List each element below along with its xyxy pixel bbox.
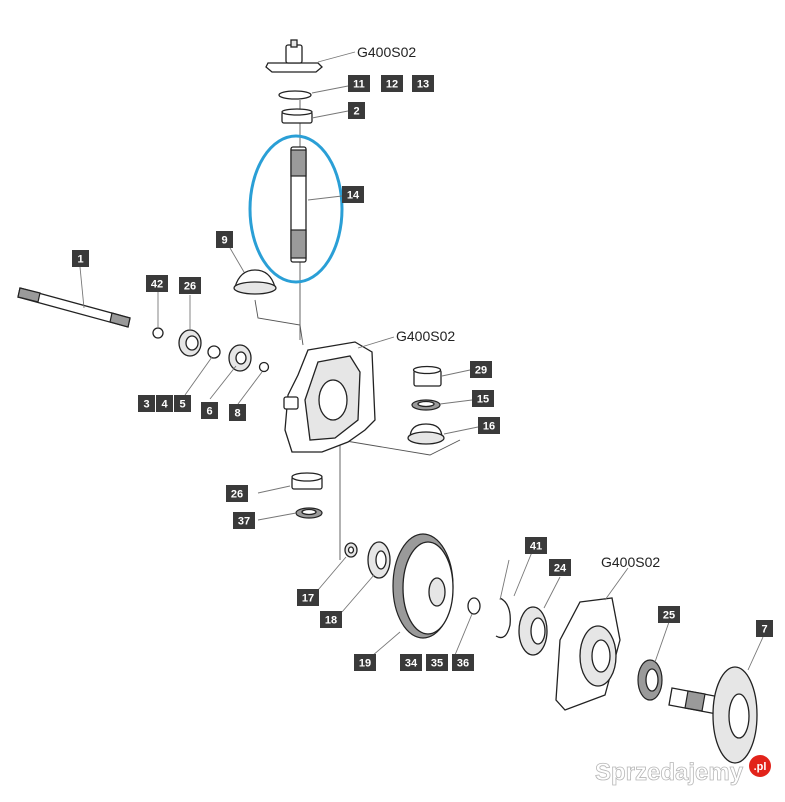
- svg-text:42: 42: [151, 279, 163, 291]
- svg-text:41: 41: [530, 541, 542, 553]
- seal-part-6: [228, 344, 252, 372]
- svg-text:26: 26: [184, 281, 196, 293]
- svg-text:14: 14: [347, 190, 360, 202]
- watermark-badge-icon: [749, 755, 771, 777]
- svg-text:19: 19: [359, 658, 371, 670]
- highlight-circle: [248, 134, 344, 284]
- svg-text:26: 26: [231, 489, 243, 501]
- axis-line-right: [339, 439, 461, 456]
- part-label-7[interactable]: 7: [756, 620, 773, 637]
- axis-line-cap: [254, 299, 304, 346]
- part-label-12[interactable]: 12: [381, 75, 403, 92]
- svg-text:37: 37: [238, 516, 250, 528]
- cap-part-9: [233, 269, 277, 295]
- part-label-15[interactable]: 15: [472, 390, 494, 407]
- part-label-26-upper[interactable]: 26: [179, 277, 201, 294]
- part-label-11[interactable]: 11: [348, 75, 370, 92]
- part-label-3[interactable]: 3: [138, 395, 155, 412]
- watermark-text: Sprzedajemy: [595, 759, 744, 786]
- bearing-part-26-lower: [291, 472, 323, 490]
- bushing-part-29: [412, 365, 442, 387]
- part-label-35[interactable]: 35: [426, 654, 448, 671]
- output-shaft-part-7: [668, 666, 758, 764]
- ring-part-11: [278, 90, 312, 100]
- washer-part-36: [467, 597, 481, 615]
- svg-text:4: 4: [161, 399, 168, 411]
- svg-text:29: 29: [475, 365, 487, 377]
- part-label-42[interactable]: 42: [146, 275, 168, 292]
- svg-text:36: 36: [457, 658, 469, 670]
- svg-text:1: 1: [77, 254, 83, 266]
- circlip-part-41: [495, 597, 511, 639]
- svg-text:13: 13: [417, 79, 429, 91]
- side-cover-part: [555, 597, 621, 711]
- part-label-5[interactable]: 5: [174, 395, 191, 412]
- part-label-24[interactable]: 24: [549, 559, 571, 576]
- part-label-6[interactable]: 6: [201, 402, 218, 419]
- part-label-25[interactable]: 25: [658, 606, 680, 623]
- part-label-41[interactable]: 41: [525, 537, 547, 554]
- cup-part-16: [407, 423, 445, 445]
- part-label-9[interactable]: 9: [216, 231, 233, 248]
- svg-text:18: 18: [325, 615, 337, 627]
- part-label-8[interactable]: 8: [229, 404, 246, 421]
- top-cover-part: [265, 39, 323, 73]
- part-label-14[interactable]: 14: [342, 186, 364, 203]
- assembly-code-side-cover: G400S02: [601, 554, 660, 570]
- part-label-4[interactable]: 4: [156, 395, 173, 412]
- bearing-part-24: [518, 606, 548, 656]
- part-label-26-lower[interactable]: 26: [226, 485, 248, 502]
- svg-text:8: 8: [234, 408, 240, 420]
- svg-text:16: 16: [483, 421, 495, 433]
- part-label-19[interactable]: 19: [354, 654, 376, 671]
- svg-text:12: 12: [386, 79, 398, 91]
- part-label-18[interactable]: 18: [320, 611, 342, 628]
- svg-text:35: 35: [431, 658, 443, 670]
- part-label-1[interactable]: 1: [72, 250, 89, 267]
- part-label-2[interactable]: 2: [348, 102, 365, 119]
- gearbox-housing-part: [283, 341, 376, 453]
- part-label-16[interactable]: 16: [478, 417, 500, 434]
- circlip-part-42: [152, 327, 164, 339]
- bearing-part-37: [295, 507, 323, 519]
- nut-part-17: [344, 542, 358, 558]
- svg-text:5: 5: [179, 399, 185, 411]
- input-shaft-part-1: [17, 287, 131, 328]
- part-label-34[interactable]: 34: [400, 654, 422, 671]
- part-label-36[interactable]: 36: [452, 654, 474, 671]
- bearing-part-15: [411, 399, 441, 411]
- svg-text:7: 7: [761, 624, 767, 636]
- svg-text:24: 24: [554, 563, 567, 575]
- bearing-part-18: [367, 541, 391, 579]
- svg-text:15: 15: [477, 394, 489, 406]
- svg-text:17: 17: [302, 593, 314, 605]
- svg-text:2: 2: [353, 106, 359, 118]
- bearing-part-26-upper: [178, 329, 202, 357]
- ring-part-8: [258, 361, 270, 373]
- watermark-suffix: .pl: [754, 761, 767, 773]
- part-label-13[interactable]: 13: [412, 75, 434, 92]
- part-label-37[interactable]: 37: [233, 512, 255, 529]
- washer-part-5: [207, 345, 221, 359]
- svg-text:9: 9: [221, 235, 227, 247]
- svg-text:3: 3: [143, 399, 149, 411]
- bevel-gear-part-19: [392, 533, 454, 639]
- seal-part-25: [637, 659, 663, 701]
- assembly-code-top: G400S02: [357, 44, 416, 60]
- svg-text:34: 34: [405, 658, 418, 670]
- assembly-code-housing: G400S02: [396, 328, 455, 344]
- svg-text:11: 11: [353, 79, 365, 91]
- part-label-29[interactable]: 29: [470, 361, 492, 378]
- leader-lines: [79, 51, 764, 671]
- svg-text:6: 6: [206, 406, 212, 418]
- part-label-17[interactable]: 17: [297, 589, 319, 606]
- watermark: Sprzedajemy .pl: [595, 755, 771, 786]
- svg-text:25: 25: [663, 610, 675, 622]
- vertical-shaft-part-14: [290, 146, 307, 263]
- bushing-part-2: [281, 108, 313, 124]
